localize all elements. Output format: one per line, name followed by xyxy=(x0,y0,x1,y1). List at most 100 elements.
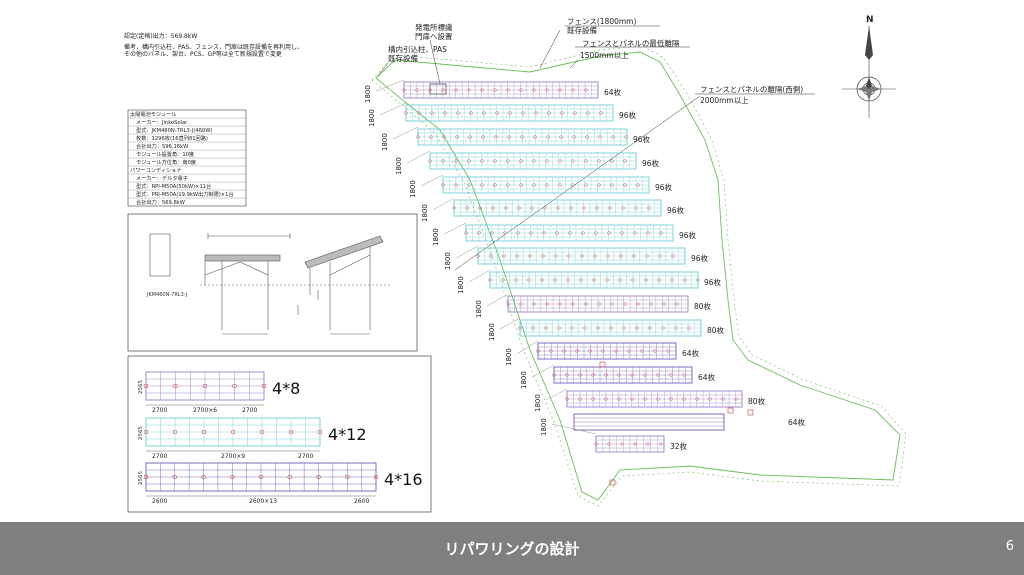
spec-row: 太陽電池モジュール xyxy=(130,110,176,118)
min-distance-label-1: フェンスとパネルの最低離隔 xyxy=(582,38,680,48)
pole-label-1: 構内引込柱、PAS xyxy=(388,44,447,54)
east-area-count: 64枚 xyxy=(788,417,806,427)
station-sign-label-1: 発電所標識 xyxy=(415,22,453,32)
station-sign-label-2: 門扉へ設置 xyxy=(415,31,453,41)
array-height-dim: 2565 xyxy=(138,426,144,440)
panel-row-1: 64枚 1800 xyxy=(364,79,622,103)
north-arrow-icon: N xyxy=(842,15,896,118)
row-spacing-dim: 1800 xyxy=(488,323,496,341)
row-spacing-dim: 1800 xyxy=(457,276,465,294)
panel-row-count: 96枚 xyxy=(642,158,660,168)
array-dim-mid: 2700×9 xyxy=(221,453,245,460)
row-spacing-dim: 1800 xyxy=(381,133,389,151)
array-height-dim: 2565 xyxy=(138,380,144,394)
panel-row-count: 96枚 xyxy=(633,134,651,144)
footer-bar: リパワリングの設計 6 xyxy=(0,522,1024,575)
panel-row-count: 96枚 xyxy=(667,205,685,215)
array-dim-left: 2700 xyxy=(152,453,167,460)
row-spacing-dim: 1800 xyxy=(534,394,542,412)
panel-row-count: 80枚 xyxy=(707,325,725,335)
array-height-dim: 2565 xyxy=(138,471,144,485)
row-spacing-dim: 1800 xyxy=(395,157,403,175)
array-type-label: 4*8 xyxy=(272,379,300,398)
frame-side-view-2 xyxy=(300,235,390,335)
array-dim-left: 2600 xyxy=(152,498,167,505)
spec-row: 型式：JKM460N-7RL3-J(460W) xyxy=(136,126,213,134)
panel-row-14: 80枚 1800 xyxy=(534,388,766,412)
panel-row-11: 80枚 1800 xyxy=(488,317,725,341)
row-spacing-dim: 1800 xyxy=(520,371,528,389)
min-distance-label-2: 1500mm以上 xyxy=(580,51,629,60)
module-model-label: JKM460N-7RL3-J xyxy=(146,292,187,298)
array-dim-right: 2700 xyxy=(242,407,257,414)
array-type-1: 4*8 2565 2700 2700×6 2700 xyxy=(138,371,300,414)
panel-row-count: 96枚 xyxy=(704,277,722,287)
panel-row-12: 64枚 1800 xyxy=(505,340,700,366)
remark-line-2: その他のパネル、架台、PCS、GP等は全て新規設置で変更 xyxy=(124,50,282,58)
panel-row-count: 32枚 xyxy=(670,441,688,451)
array-type-label: 4*16 xyxy=(384,470,423,489)
spec-row: 合計出力：569.8kW xyxy=(136,198,185,206)
panel-row-count: 96枚 xyxy=(691,253,709,263)
panel-row-4: 96枚 1800 xyxy=(395,150,660,175)
spec-row: モジュール方位角：南0度 xyxy=(136,158,196,166)
spec-row: 型式：RPI-M50A(50kW)×11台 xyxy=(136,182,211,190)
array-dim-mid: 2600×13 xyxy=(249,498,277,505)
rated-output-note: 認定(定格)出力：569.8kW xyxy=(124,32,197,40)
panel-row-9: 96枚 1800 xyxy=(457,269,722,294)
spec-row: モジュール設置角：10度 xyxy=(136,150,194,158)
panel-row-count: 96枚 xyxy=(679,230,697,240)
west-distance-label-1: フェンスとパネルの離隔(西側) xyxy=(700,84,803,94)
row-spacing-dim: 1800 xyxy=(421,204,429,222)
site-boundary-dotted xyxy=(371,45,907,507)
panel-row-15: 32枚 1800 xyxy=(540,413,725,453)
array-type-3: 4*16 2565 2600 2600×13 2600 xyxy=(138,462,423,505)
structure-detail-box: JKM460N-7RL3-J xyxy=(127,213,418,352)
row-spacing-dim: 1800 xyxy=(364,85,372,103)
row-spacing-dim: 1800 xyxy=(540,418,548,436)
panel-row-3: 96枚 1800 xyxy=(381,126,651,151)
page-number: 6 xyxy=(1005,539,1014,554)
pole-label-2: 既存設備 xyxy=(388,53,418,63)
panel-row-count: 64枚 xyxy=(698,372,716,382)
panel-row-count: 80枚 xyxy=(694,301,712,311)
row-spacing-dim: 1800 xyxy=(444,252,452,270)
north-label: N xyxy=(866,15,874,25)
panel-row-count: 96枚 xyxy=(655,182,673,192)
frame-side-view-1 xyxy=(200,233,299,335)
spec-row: 合計出力：596.16kW xyxy=(136,142,188,150)
station-sign-icon xyxy=(429,83,447,95)
panel-row-count: 96枚 xyxy=(619,110,637,120)
array-dim-right: 2600 xyxy=(354,498,369,505)
panel-row-count: 64枚 xyxy=(604,87,622,97)
panel-row-6: 96枚 1800 xyxy=(421,197,685,222)
spec-row: メーカー：JinkoSolar xyxy=(136,119,188,126)
remark-line-1: 備考，構内引込柱、PAS、フェンス、門扉は既存設備を再利用し、 xyxy=(124,43,303,51)
row-spacing-dim: 1800 xyxy=(432,228,440,246)
east-area: 64枚 xyxy=(599,361,806,486)
row-spacing-dim: 1800 xyxy=(409,180,417,198)
row-spacing-dim: 1800 xyxy=(505,348,513,366)
array-rows: 64枚 1800 96枚 1800 96枚 1800 96枚 1800 96枚 1800 96枚 18… xyxy=(364,79,766,453)
fence-label-1: フェンス(1800mm) xyxy=(567,17,636,26)
panel-row-8: 96枚 1800 xyxy=(444,245,709,270)
panel-row-5: 96枚 1800 xyxy=(409,174,673,198)
west-distance-label-2: 2000mm以上 xyxy=(700,96,749,105)
panel-row-count: 80枚 xyxy=(748,396,766,406)
array-dim-mid: 2700×6 xyxy=(193,407,217,414)
module-front-view xyxy=(149,233,171,277)
fence-label-2: 既存設備 xyxy=(567,25,597,35)
array-dim-right: 2700 xyxy=(298,453,313,460)
slide-title: リパワリングの設計 xyxy=(444,540,580,558)
spec-row: 枚数：1296枚(16直列81回路) xyxy=(136,134,208,142)
panel-row-count: 64枚 xyxy=(682,348,700,358)
spec-row: 型式：PRI-M50A(19.9kW出力制限)×1台 xyxy=(136,190,234,198)
array-dim-left: 2700 xyxy=(152,407,167,414)
spec-table: 太陽電池モジュールメーカー：JinkoSolar型式：JKM460N-7RL3-… xyxy=(127,109,247,207)
panel-row-7: 96枚 1800 xyxy=(432,222,697,246)
panel-row-13: 64枚 1800 xyxy=(520,364,716,389)
